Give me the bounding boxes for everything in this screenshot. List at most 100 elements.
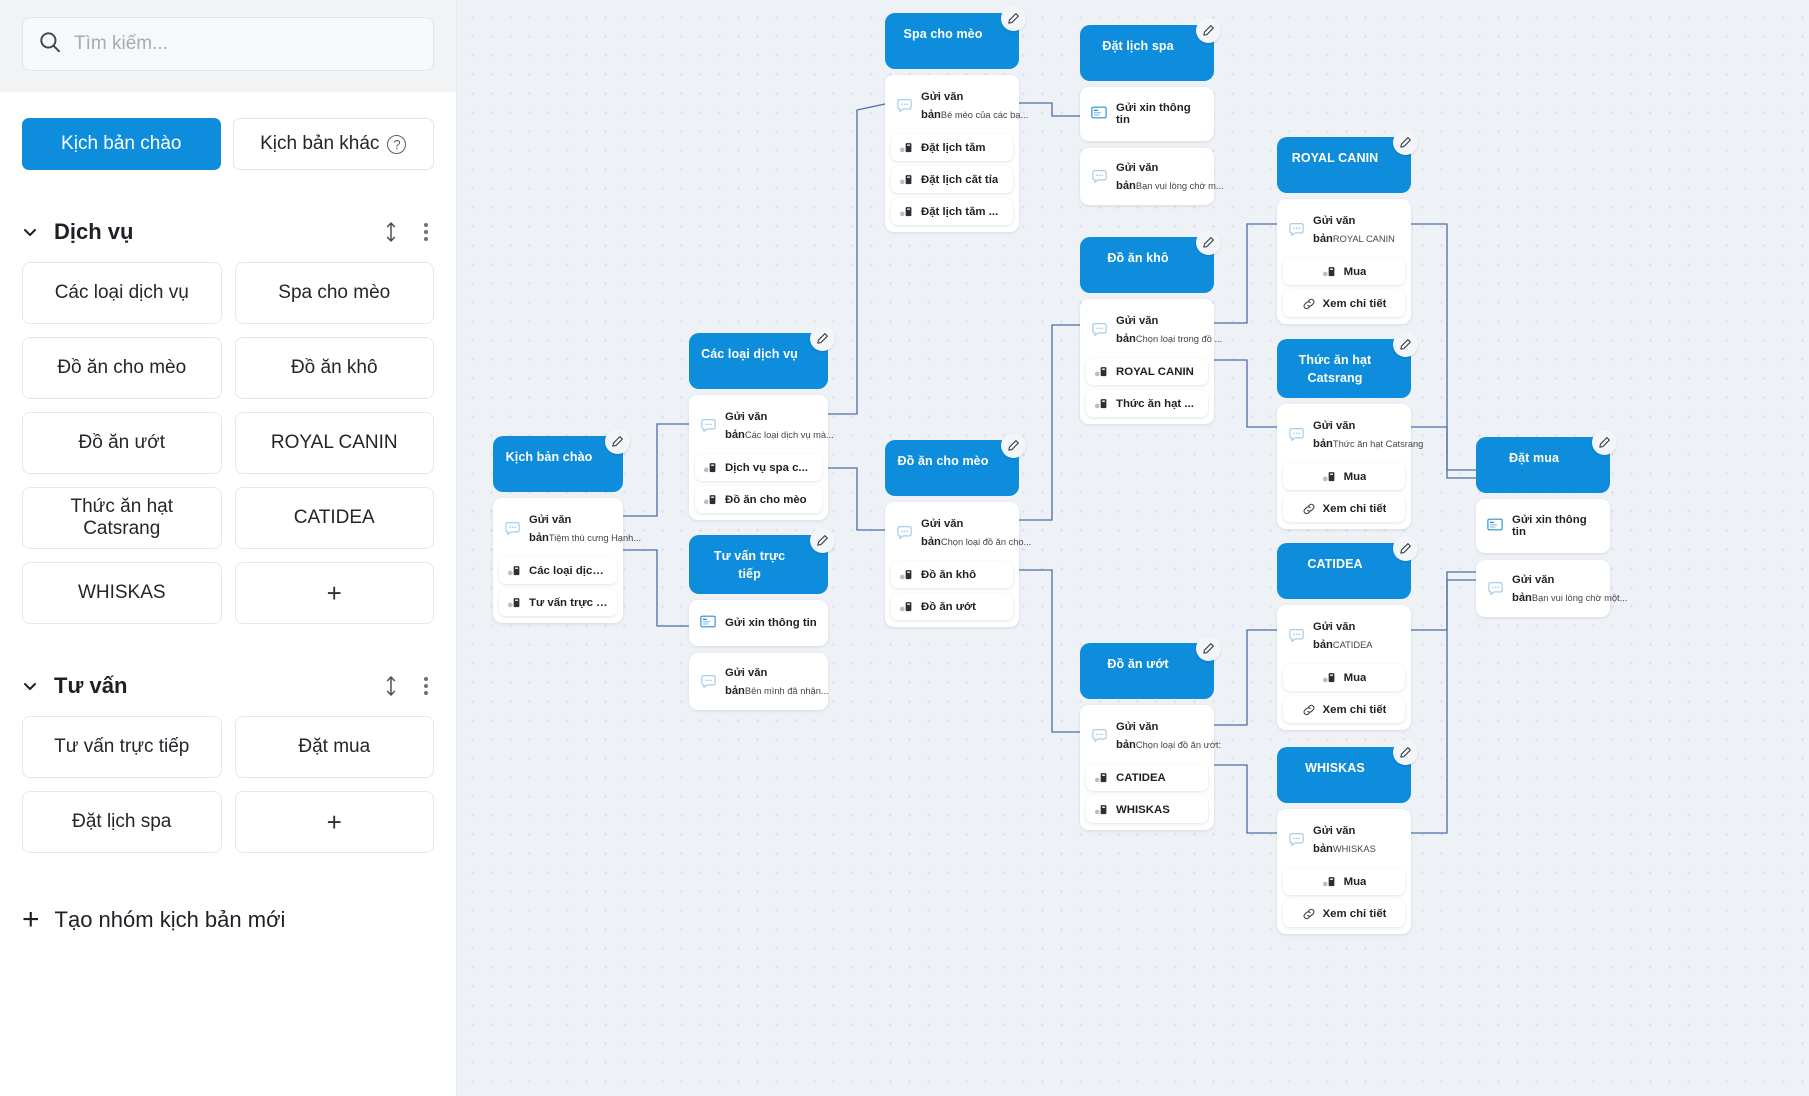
quick-reply-button-item[interactable]: Đồ ăn cho mèo — [695, 486, 822, 514]
quick-reply-button-item[interactable]: Đồ ăn khô — [891, 561, 1013, 589]
node-header-thuc-an-hat-catsrang[interactable]: Thức ăn hạt Catsrang — [1277, 332, 1418, 399]
node-card[interactable]: Gửi xin thông tin — [1476, 499, 1610, 553]
node-header-royal-canin[interactable]: ROYAL CANIN — [1277, 130, 1418, 193]
group-dich-vu-header[interactable]: Dịch vụ — [22, 208, 434, 256]
node-card[interactable]: Gửi văn bảnBạn vui lòng chờ m... — [1080, 148, 1224, 206]
edit-pencil-icon[interactable] — [1393, 332, 1418, 357]
node-card[interactable]: Gửi văn bảnBạn vui lòng chờ một... — [1476, 560, 1627, 618]
quick-reply-button-item[interactable]: ROYAL CANIN — [1086, 358, 1208, 386]
node-card[interactable]: Gửi văn bảnBé mèo của các bạ... Đặt lịch … — [885, 75, 1028, 233]
node-header-do-an-cho-meo[interactable]: Đồ ăn cho mèo — [885, 433, 1026, 496]
link-button-item[interactable]: Xem chi tiết — [1283, 290, 1405, 318]
edit-pencil-icon[interactable] — [605, 429, 630, 454]
form-request-item[interactable]: Gửi xin thông tin — [695, 607, 822, 639]
message-item[interactable]: Gửi văn bảnROYAL CANIN — [1283, 206, 1405, 253]
edit-pencil-icon[interactable] — [1196, 636, 1221, 661]
chip-do-an-cho-meo[interactable]: Đồ ăn cho mèo — [22, 337, 222, 399]
quick-reply-button-item[interactable]: Đặt lịch tắm — [891, 134, 1013, 162]
create-new-group-button[interactable]: + Tạo nhóm kịch bản mới — [0, 905, 456, 935]
node-header-tu-van-truc-tiep[interactable]: Tư vấn trực tiếp — [689, 528, 835, 595]
message-item[interactable]: Gửi văn bảnCATIDEA — [1283, 612, 1405, 659]
node-header-cac-loai-dich-vu[interactable]: Các loại dịch vụ — [689, 326, 835, 389]
edit-pencil-icon[interactable] — [1001, 433, 1026, 458]
form-request-item[interactable]: Gửi xin thông tin — [1086, 94, 1208, 134]
search-box[interactable] — [22, 17, 434, 71]
group-dich-vu-more-icon[interactable] — [414, 223, 434, 241]
message-item[interactable]: Gửi văn bảnBé mèo của các bạ... — [891, 82, 1028, 129]
question-circle-icon[interactable]: ? — [387, 134, 407, 154]
chip-cac-loai-dich-vu[interactable]: Các loại dịch vụ — [22, 262, 222, 324]
link-button-item[interactable]: Xem chi tiết — [1283, 696, 1405, 724]
edit-pencil-icon[interactable] — [1393, 740, 1418, 765]
node-header-catidea[interactable]: CATIDEA — [1277, 536, 1418, 599]
chip-whiskas[interactable]: WHISKAS — [22, 562, 222, 624]
message-item[interactable]: Gửi văn bảnCác loại dịch vụ mà... — [695, 402, 834, 449]
edit-pencil-icon[interactable] — [1001, 6, 1026, 31]
edit-pencil-icon[interactable] — [1393, 536, 1418, 561]
message-item[interactable]: Gửi văn bảnChọn loại đồ ăn ướt: — [1086, 712, 1221, 759]
edit-pencil-icon[interactable] — [1196, 230, 1221, 255]
chevron-down-icon[interactable] — [22, 224, 38, 240]
edit-pencil-icon[interactable] — [1196, 18, 1221, 43]
tab-kich-ban-khac[interactable]: Kịch bản khác ? — [232, 118, 434, 170]
message-item[interactable]: Gửi văn bảnBên mình đã nhận... — [695, 658, 829, 705]
node-header-whiskas[interactable]: WHISKAS — [1277, 740, 1418, 803]
node-card[interactable]: Gửi văn bảnChọn loại trong đồ ... ROYAL C… — [1080, 299, 1222, 425]
quick-reply-button-item[interactable]: Đặt lịch cắt tỉa — [891, 166, 1013, 194]
message-item[interactable]: Gửi văn bảnBạn vui lòng chờ m... — [1086, 153, 1224, 200]
chip-dat-mua[interactable]: Đặt mua — [234, 716, 434, 778]
chip-royal-canin[interactable]: ROYAL CANIN — [234, 412, 434, 474]
node-card[interactable]: Gửi văn bảnCác loại dịch vụ mà...Dịch vụ… — [689, 395, 834, 521]
node-header-dat-mua[interactable]: Đặt mua — [1476, 430, 1617, 493]
message-item[interactable]: Gửi văn bảnThức ăn hạt Catsrang — [1283, 411, 1423, 458]
quick-reply-button-item[interactable]: Đồ ăn ướt — [891, 593, 1013, 621]
edit-pencil-icon[interactable] — [1393, 130, 1418, 155]
node-header-do-an-kho[interactable]: Đồ ăn khô — [1080, 230, 1221, 293]
chip-do-an-kho[interactable]: Đồ ăn khô — [234, 337, 434, 399]
node-card[interactable]: Gửi xin thông tin — [689, 600, 828, 647]
node-header-do-an-uot[interactable]: Đồ ăn ướt — [1080, 636, 1221, 699]
message-item[interactable]: Gửi văn bảnChọn loại trong đồ ... — [1086, 306, 1222, 353]
node-card[interactable]: Gửi văn bảnChọn loại đồ ăn cho...Đồ ăn k… — [885, 502, 1031, 628]
chip-add-dich-vu[interactable]: + — [234, 562, 434, 624]
chip-add-tu-van[interactable]: + — [234, 791, 434, 853]
edit-pencil-icon[interactable] — [1592, 430, 1617, 455]
chip-tu-van-truc-tiep[interactable]: Tư vấn trực tiếp — [22, 716, 222, 778]
chip-do-an-uot[interactable]: Đồ ăn ướt — [22, 412, 222, 474]
quick-reply-button-item[interactable]: Mua — [1283, 258, 1405, 286]
chip-catidea[interactable]: CATIDEA — [234, 487, 434, 549]
chip-dat-lich-spa[interactable]: Đặt lịch spa — [22, 791, 222, 853]
search-input[interactable] — [74, 33, 417, 55]
node-header-spa-cho-meo[interactable]: Spa cho mèo — [885, 6, 1026, 69]
node-card[interactable]: Gửi văn bảnTiệm thú cưng Hạnh...Các loại… — [493, 498, 641, 624]
message-item[interactable]: Gửi văn bảnTiệm thú cưng Hạnh... — [499, 505, 641, 552]
quick-reply-button-item[interactable]: Tư vấn trực ti... — [499, 589, 617, 617]
link-button-item[interactable]: Xem chi tiết — [1283, 900, 1405, 928]
chip-spa-cho-meo[interactable]: Spa cho mèo — [234, 262, 434, 324]
reorder-icon[interactable] — [384, 674, 398, 698]
chip-thuc-an-hat-catsrang[interactable]: Thức ăn hạt Catsrang — [22, 487, 222, 549]
message-item[interactable]: Gửi văn bảnBạn vui lòng chờ một... — [1482, 565, 1627, 612]
quick-reply-button-item[interactable]: Thức ăn hạt ... — [1086, 390, 1208, 418]
quick-reply-button-item[interactable]: WHISKAS — [1086, 796, 1208, 824]
edit-pencil-icon[interactable] — [810, 326, 835, 351]
node-header-kich-ban-chao[interactable]: Kịch bản chào — [493, 429, 630, 492]
